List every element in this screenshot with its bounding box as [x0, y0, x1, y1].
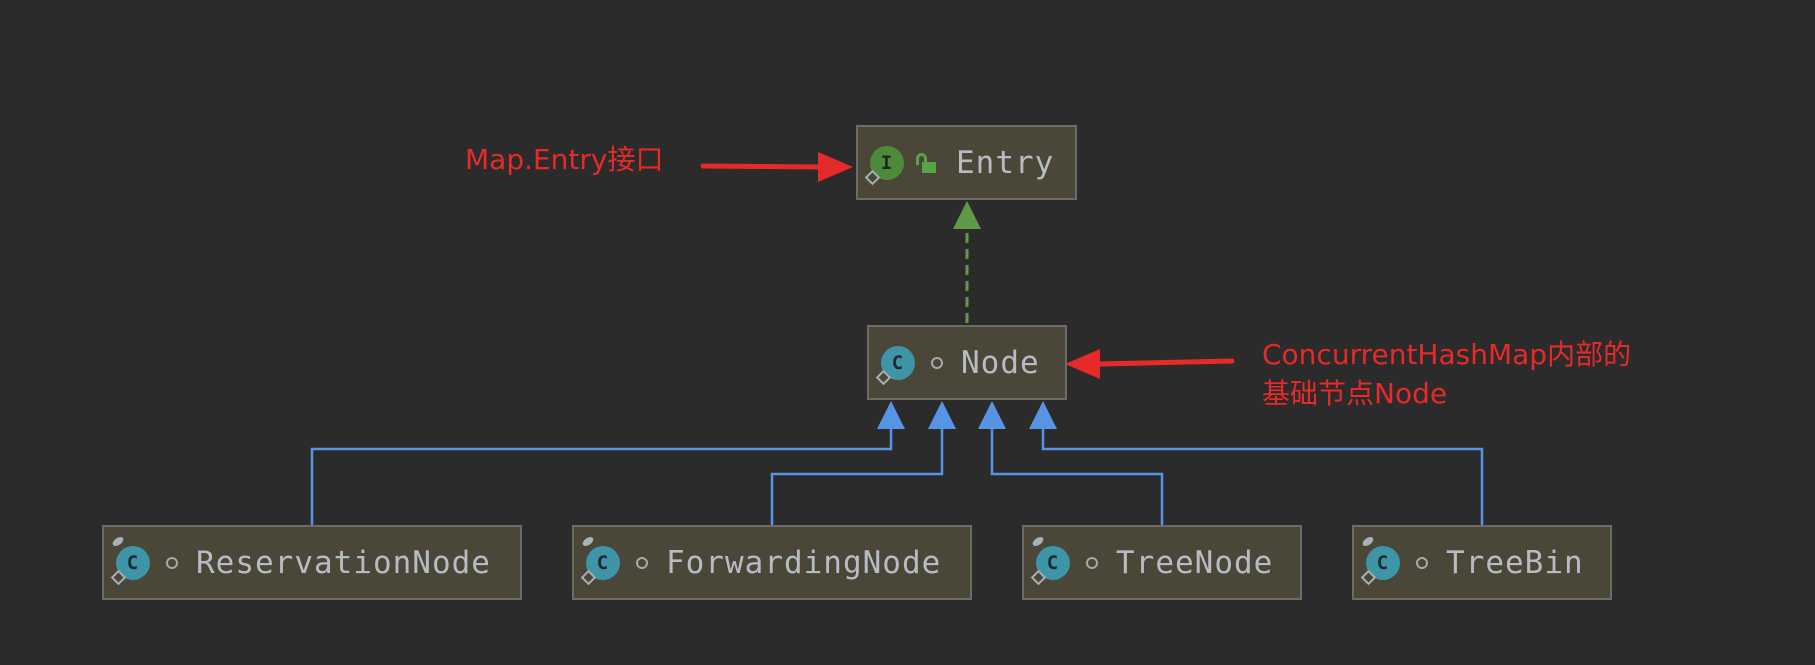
package-private-dot-icon: [931, 356, 943, 369]
package-private-dot-icon: [166, 556, 178, 569]
implements-arrowhead: [953, 201, 981, 229]
node-label: Entry: [956, 144, 1055, 181]
class-icon: C: [1030, 534, 1072, 585]
forwardingnode-node[interactable]: C ForwardingNode: [572, 525, 972, 600]
node-label: Node: [961, 344, 1040, 381]
class-icon: C: [580, 534, 622, 585]
node-node[interactable]: C Node: [867, 325, 1067, 400]
treenode-node[interactable]: C TreeNode: [1022, 525, 1302, 600]
edge-reservationnode-extends-node: [310, 428, 893, 525]
annotation-node: ConcurrentHashMap内部的 基础节点Node: [1262, 335, 1631, 413]
treebin-node[interactable]: C TreeBin: [1352, 525, 1612, 600]
unlocked-lock-icon: [916, 152, 938, 173]
node-label: ReservationNode: [196, 544, 491, 581]
package-private-dot-icon: [636, 556, 648, 569]
tag-icon: [1361, 534, 1375, 548]
annotation-arrowhead: [1065, 349, 1100, 379]
annotation-entry-text: Map.Entry接口: [465, 143, 664, 176]
tag-icon: [111, 534, 125, 548]
class-icon: C: [875, 344, 917, 385]
node-label: ForwardingNode: [666, 544, 942, 581]
package-private-dot-icon: [1416, 556, 1428, 569]
extends-arrowhead: [928, 401, 956, 429]
tag-icon: [581, 534, 595, 548]
class-icon: C: [110, 534, 152, 585]
class-icon: C: [1360, 534, 1402, 585]
annotation-arrow-entry: [700, 163, 825, 170]
annotation-arrowhead: [818, 152, 853, 182]
extends-arrowhead: [978, 401, 1006, 429]
reservationnode-node[interactable]: C ReservationNode: [102, 525, 522, 600]
edge-treenode-extends-node: [990, 428, 1164, 525]
annotation-arrow-node: [1095, 358, 1235, 367]
node-label: TreeNode: [1116, 544, 1274, 581]
package-private-dot-icon: [1086, 556, 1098, 569]
extends-arrowhead: [1029, 401, 1057, 429]
extends-arrowhead: [877, 401, 905, 429]
tag-icon: [1031, 534, 1045, 548]
annotation-node-line1: ConcurrentHashMap内部的: [1262, 338, 1632, 371]
edge-forwardingnode-extends-node: [770, 428, 944, 525]
annotation-entry: Map.Entry接口: [465, 140, 664, 179]
entry-node[interactable]: I Entry: [856, 125, 1077, 200]
edge-treebin-extends-node: [1041, 428, 1484, 525]
annotation-node-line2: 基础节点Node: [1262, 377, 1448, 410]
interface-icon: I: [864, 144, 906, 185]
node-label: TreeBin: [1446, 544, 1584, 581]
